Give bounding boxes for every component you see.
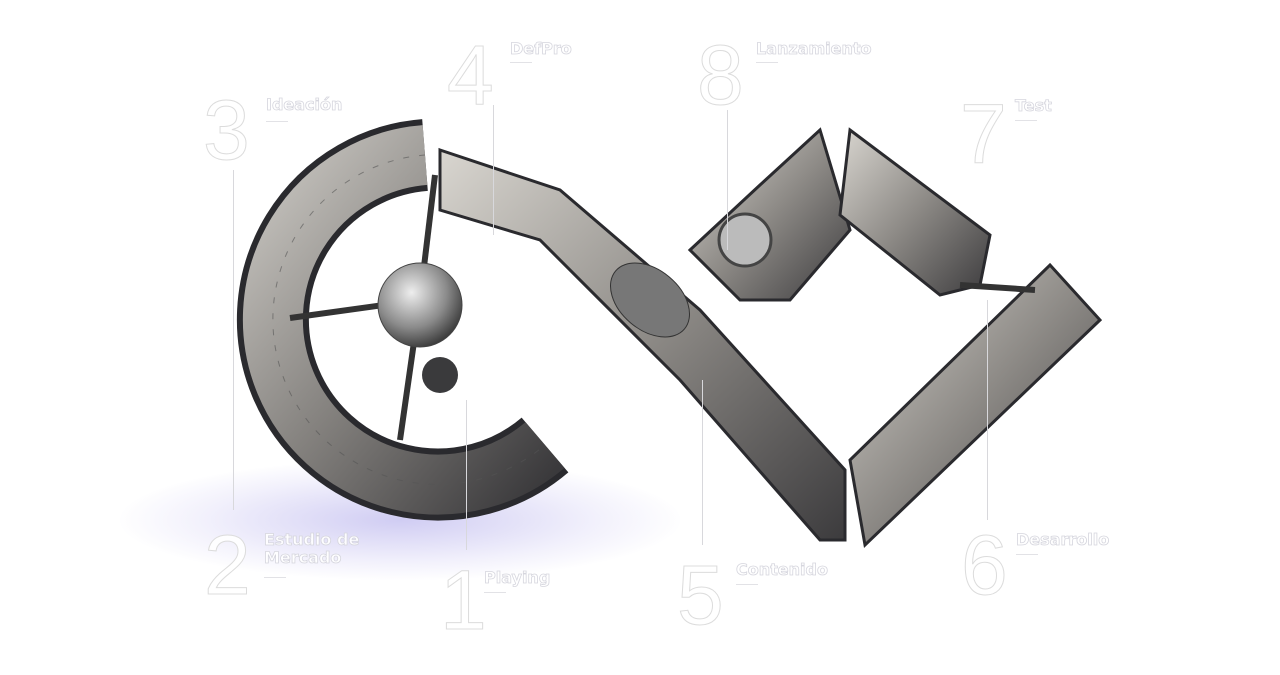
central-band	[438, 147, 847, 542]
right-module-upper	[838, 127, 992, 297]
step-label-defpro: DefPro	[510, 39, 572, 58]
central-sphere	[377, 262, 463, 348]
step-label-playing: Playing	[484, 568, 551, 587]
step-label-contenido: Contenido	[736, 560, 829, 579]
step-number-3: 3	[203, 83, 251, 177]
underline	[1016, 554, 1038, 555]
step-label-ideacion: Ideación	[266, 95, 343, 114]
underline	[756, 62, 778, 63]
underline	[736, 584, 758, 585]
leader-line	[987, 300, 988, 520]
step-label-desarrollo: Desarrollo	[1016, 530, 1110, 549]
step-number-7: 7	[960, 87, 1008, 181]
leader-line	[702, 380, 703, 545]
step-label-test: Test	[1015, 96, 1053, 115]
step-number-8: 8	[697, 28, 745, 122]
underline	[484, 592, 506, 593]
step-label-estudio-de-mercado: Estudio de Mercado	[264, 530, 360, 567]
step-number-6: 6	[961, 518, 1009, 612]
leader-line	[233, 170, 234, 510]
step-number-2: 2	[204, 518, 252, 612]
right-module-lower	[848, 262, 1103, 549]
step-number-4: 4	[447, 28, 495, 122]
leader-line	[727, 110, 728, 250]
underline	[266, 121, 288, 122]
step-number-5: 5	[677, 548, 725, 642]
step-number-1: 1	[440, 553, 488, 647]
leader-line	[493, 105, 494, 235]
underline	[1015, 120, 1037, 121]
right-module-top	[687, 127, 852, 302]
step-label-lanzamiento: Lanzamiento	[756, 39, 872, 58]
underline	[510, 62, 532, 63]
leader-line	[466, 400, 467, 550]
underline	[264, 577, 286, 578]
